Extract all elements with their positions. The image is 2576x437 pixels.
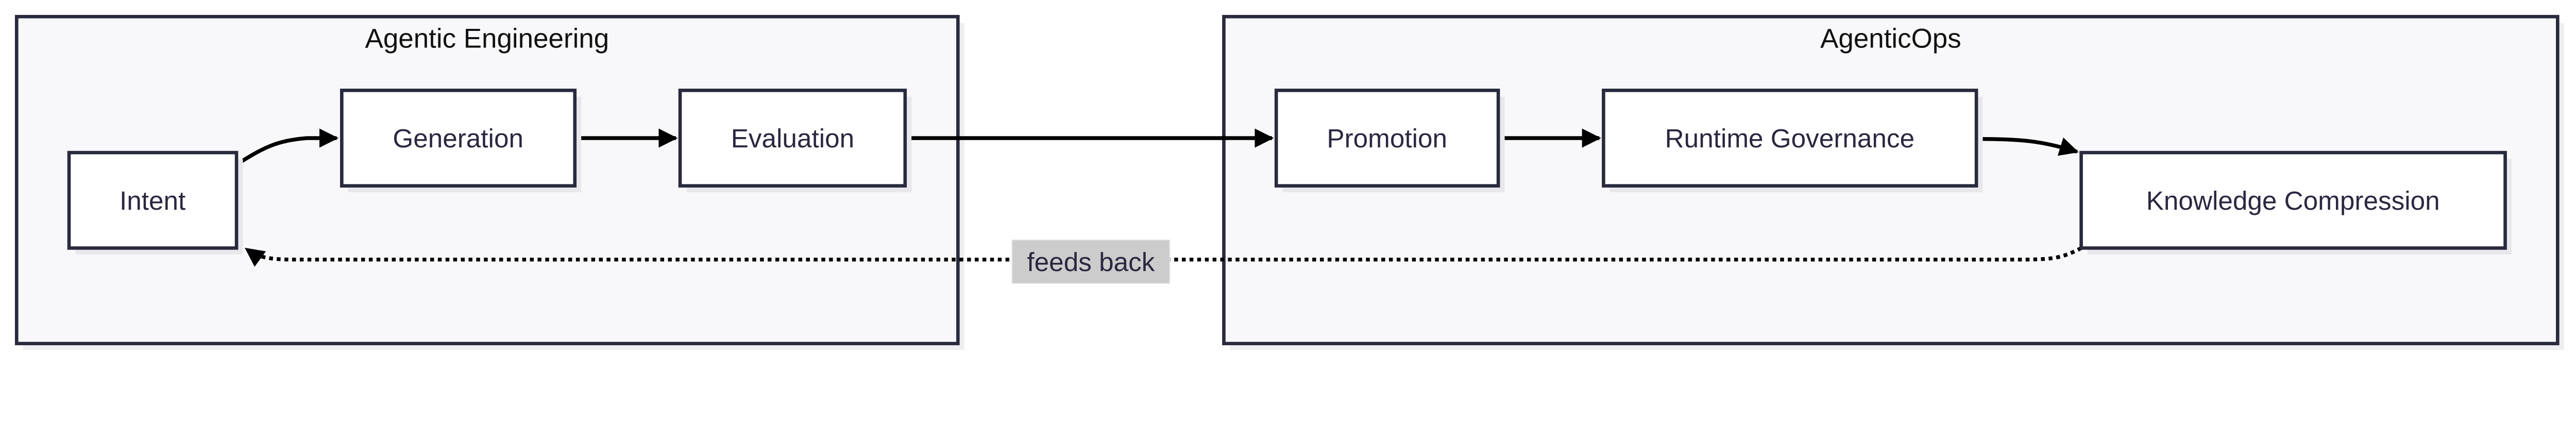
group-title: Agentic Engineering	[365, 24, 609, 54]
node-runtime-governance[interactable]: Runtime Governance	[1602, 89, 1983, 193]
diagram: Agentic Engineering AgenticOps feeds bac…	[14, 14, 2564, 350]
node-evaluation[interactable]: Evaluation	[678, 89, 912, 193]
edge-knowledge-compression-intent	[245, 246, 2082, 267]
edge-label-text: feeds back	[1027, 247, 1155, 277]
node-box	[340, 89, 577, 188]
edge-intent-generation	[236, 128, 339, 166]
node-label: Intent	[120, 186, 185, 215]
node-intent[interactable]: Intent	[67, 150, 243, 255]
node-box	[678, 89, 907, 188]
group-title: AgenticOps	[1820, 24, 1961, 54]
node-label: Promotion	[1327, 124, 1447, 153]
node-label: Knowledge Compression	[2146, 186, 2440, 215]
node-box	[2079, 150, 2507, 250]
node-label: Runtime Governance	[1665, 124, 1914, 153]
edge-label-background	[1011, 239, 1171, 284]
node-knowledge-compression[interactable]: Knowledge Compression	[2079, 150, 2512, 255]
node-label: Evaluation	[731, 124, 854, 153]
node-generation[interactable]: Generation	[340, 89, 582, 193]
node-box	[1602, 89, 1978, 188]
node-box	[1274, 89, 1500, 188]
node-box	[67, 150, 239, 250]
node-promotion[interactable]: Promotion	[1274, 89, 1505, 193]
edge-runtime-governance-knowledge-compression	[1977, 137, 2079, 156]
edge-label-feeds-back: feeds back	[1011, 239, 1171, 284]
edges	[236, 128, 2082, 267]
node-label: Generation	[393, 124, 523, 153]
